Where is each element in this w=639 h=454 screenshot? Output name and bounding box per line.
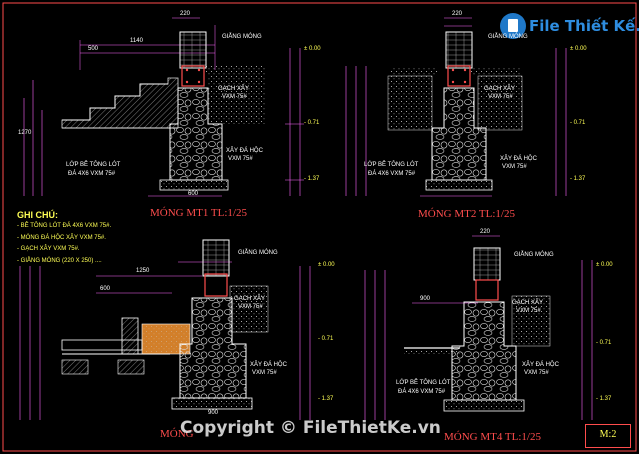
dim-900-mt4: 900	[420, 296, 431, 302]
dim-220-mt1: 220	[180, 11, 191, 17]
label-gach-xay-sub-mt2: VXM 75#	[488, 94, 513, 100]
file-logo-icon	[500, 13, 526, 39]
dim-600-mt3: 600	[100, 286, 111, 292]
label-lop-bt-sub-mt1: ĐÁ 4X6 VXM 75#	[68, 171, 116, 177]
general-notes: GHI CHÚ: - BÊ TÔNG LÓT ĐÁ 4X6 VXM 75#. -…	[17, 209, 111, 267]
label-gach-xay-mt2: GẠCH XÂY	[484, 86, 516, 92]
label-giang-mong-mt2: GIẰNG MÓNG	[488, 34, 528, 40]
footing-mt2-section	[345, 17, 567, 197]
filethietke-logo: File Thiết Kế.vn	[500, 12, 639, 42]
note-item: - MÓNG ĐÁ HỘC XÂY VXM 75#.	[17, 234, 106, 241]
label-da-hoc-mt4: XÂY ĐÁ HỘC	[522, 362, 559, 368]
elev-0-mt3: ± 0.00	[318, 262, 335, 268]
elev-2-mt3: - 1.37	[318, 396, 334, 402]
label-da-hoc-mt2: XÂY ĐÁ HỘC	[500, 156, 537, 162]
label-giang-mong-mt1: GIẰNG MÓNG	[222, 34, 262, 40]
label-da-hoc-sub-mt2: VXM 75#	[502, 164, 527, 170]
label-da-hoc-sub-mt1: VXM 75#	[228, 156, 253, 162]
label-gach-xay-sub-mt3: VXM 75#	[238, 304, 263, 310]
copyright-watermark: Copyright © FileThietKe.vn	[180, 418, 441, 438]
sheet-number-box: M:2	[585, 424, 631, 448]
label-lop-bt-mt4: LỚP BÊ TÔNG LÓT	[396, 380, 451, 386]
label-gach-xay-mt1: GẠCH XÂY	[218, 86, 250, 92]
dim-220-mt2: 220	[452, 11, 463, 17]
label-giang-mong-mt4: GIẰNG MÓNG	[514, 252, 554, 258]
elev-0-mt4: ± 0.00	[596, 262, 613, 268]
label-da-hoc-mt3: XÂY ĐÁ HỘC	[250, 362, 287, 368]
title-mt3: MÓNG	[160, 428, 194, 440]
footing-mt1-section	[23, 17, 304, 197]
title-mt1: MÓNG MT1 TL:1/25	[150, 207, 247, 219]
dim-500: 500	[88, 46, 99, 52]
label-lop-bt-sub-mt2: ĐÁ 4X6 VXM 75#	[368, 171, 416, 177]
logo-text: File Thiết Kế.vn	[529, 17, 639, 35]
dim-1270-mt1: 1270	[18, 130, 32, 136]
elev-2-mt1: - 1.37	[304, 176, 320, 182]
footing-mt4-section	[364, 235, 593, 420]
label-gach-xay-sub-mt1: VXM 75#	[222, 94, 247, 100]
dim-220-mt4: 220	[480, 229, 491, 235]
label-lop-bt-sub-mt4: ĐÁ 4X6 VXM 75#	[398, 389, 446, 395]
elev-0-mt2: ± 0.00	[570, 46, 587, 52]
note-item: - GẠCH XÂY VXM 75#.	[17, 246, 80, 252]
label-gach-xay-mt3: GẠCH XÂY	[234, 296, 266, 302]
dim-900-mt3: 900	[208, 410, 219, 416]
elev-1-mt1: - 0.71	[304, 120, 320, 126]
elev-1-mt3: - 0.71	[318, 336, 334, 342]
label-gach-xay-mt4: GẠCH XÂY	[512, 300, 544, 306]
dim-600-mt1: 600	[188, 191, 199, 197]
elev-2-mt2: - 1.37	[570, 176, 586, 182]
label-da-hoc-mt1: XÂY ĐÁ HỘC	[226, 148, 263, 154]
elev-0-mt1: ± 0.00	[304, 46, 321, 52]
note-item: - BÊ TÔNG LÓT ĐÁ 4X6 VXM 75#.	[17, 223, 112, 229]
footing-mt3-section	[19, 239, 311, 420]
dim-1140: 1140	[130, 38, 143, 44]
label-lop-bt-mt2: LỚP BÊ TÔNG LÓT	[364, 162, 419, 168]
elev-1-mt2: - 0.71	[570, 120, 586, 126]
label-lop-bt-mt1: LỚP BÊ TÔNG LÓT	[66, 162, 121, 168]
elev-2-mt4: - 1.37	[596, 396, 612, 402]
title-mt4: MÓNG MT4 TL:1/25	[444, 431, 541, 443]
note-item: - GIẰNG MÓNG (220 X 250) ....	[17, 257, 102, 264]
label-da-hoc-sub-mt4: VXM 75#	[524, 370, 549, 376]
notes-heading: GHI CHÚ:	[17, 210, 58, 220]
label-gach-xay-sub-mt4: VXM 75#	[516, 308, 541, 314]
elev-1-mt4: - 0.71	[596, 340, 612, 346]
label-da-hoc-sub-mt3: VXM 75#	[252, 370, 277, 376]
sheet-number: M:2	[599, 429, 617, 440]
label-giang-mong-mt3: GIẰNG MÓNG	[238, 250, 278, 256]
title-mt2: MÓNG MT2 TL:1/25	[418, 208, 515, 220]
dim-1250: 1250	[136, 268, 150, 274]
